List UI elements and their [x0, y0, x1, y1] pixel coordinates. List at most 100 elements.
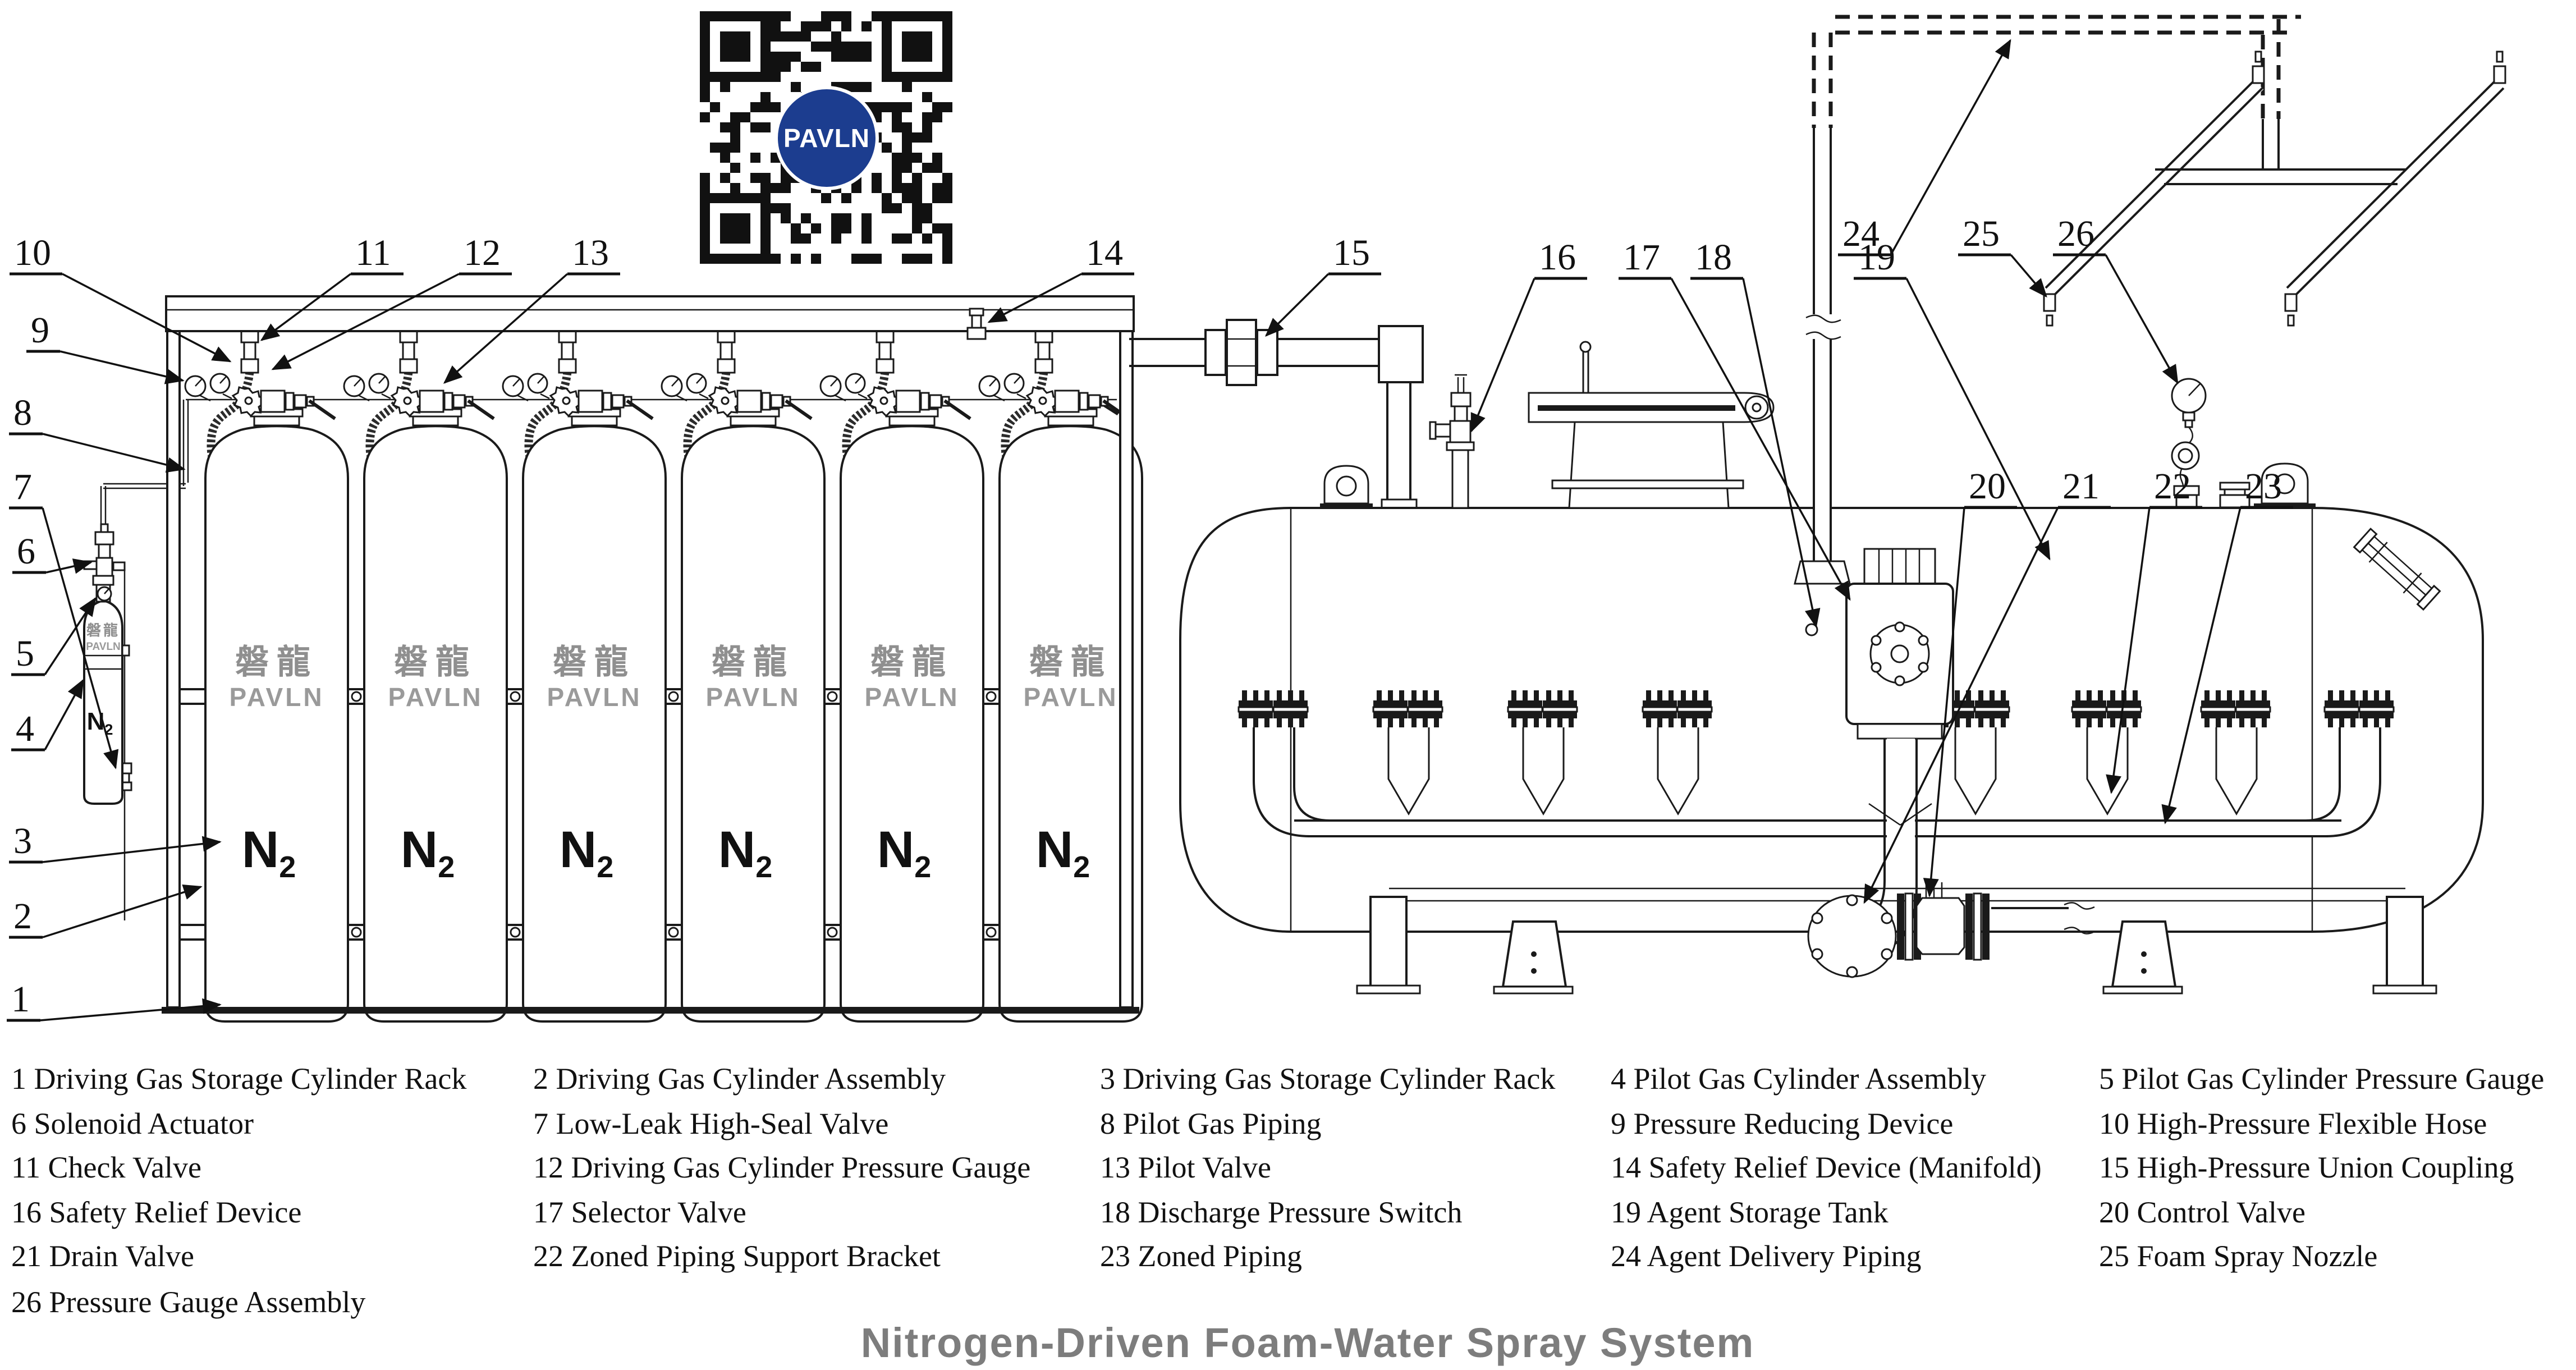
legend-item-23: 23 Zoned Piping: [1100, 1239, 1302, 1273]
callout-leader: [1890, 39, 2011, 255]
callout-6: 6: [12, 531, 93, 574]
qr-logo-badge: [774, 86, 879, 190]
callout-number: 10: [14, 232, 51, 273]
legend: 1 Driving Gas Storage Cylinder Rack 2 Dr…: [11, 1062, 2544, 1319]
callout-2: 2: [9, 885, 203, 939]
legend-item-9: 9 Pressure Reducing Device: [1611, 1107, 1953, 1140]
callout-9: 9: [26, 310, 185, 384]
pressure-gauge-assembly: [2171, 378, 2207, 509]
selector-valve: [1794, 548, 1954, 740]
callout-12: 12: [271, 232, 512, 370]
legend-item-25: 25 Foam Spray Nozzle: [2099, 1239, 2377, 1273]
callout-leader: [42, 507, 119, 769]
tank-stand: [2102, 920, 2183, 995]
callout-number: 12: [464, 232, 501, 273]
union-coupling: [1204, 319, 1278, 386]
callout-8: 8: [9, 392, 186, 473]
callout-leader: [260, 273, 352, 341]
legend-item-4: 4 Pilot Gas Cylinder Assembly: [1611, 1062, 1986, 1096]
legend-item-16: 16 Safety Relief Device: [11, 1195, 301, 1229]
legend-item-6: 6 Solenoid Actuator: [11, 1107, 254, 1140]
filler-cap: [2219, 482, 2250, 508]
manhole: [1528, 341, 1775, 509]
legend-item-10: 10 High-Pressure Flexible Hose: [2099, 1107, 2487, 1140]
legend-item-11: 11 Check Valve: [11, 1151, 201, 1184]
callout-leader: [45, 558, 93, 574]
callout-leader: [2105, 254, 2179, 384]
spray-header: [2043, 51, 2506, 327]
rack-right-post: [1119, 330, 1134, 1009]
callout-leader: [42, 885, 203, 938]
control-valve: [1897, 882, 1990, 961]
callout-number: 3: [13, 821, 32, 862]
callout-number: 2: [13, 896, 32, 937]
legend-item-21: 21 Drain Valve: [11, 1239, 194, 1273]
callout-number: 5: [16, 633, 34, 674]
callout-26: 26: [2053, 213, 2179, 384]
callout-18: 18: [1690, 237, 1821, 628]
legend-item-26: 26 Pressure Gauge Assembly: [11, 1285, 365, 1319]
manifold-piping: [966, 308, 1424, 509]
legend-item-17: 17 Selector Valve: [533, 1195, 746, 1229]
callout-leader: [44, 679, 84, 750]
legend-item-15: 15 High-Pressure Union Coupling: [2099, 1151, 2514, 1184]
callout-leader: [1863, 507, 2059, 904]
drain-valve: [1807, 894, 1897, 978]
callout-leader: [987, 273, 1082, 323]
callout-number: 16: [1539, 237, 1576, 278]
legend-item-24: 24 Agent Delivery Piping: [1611, 1239, 1921, 1273]
legend-item-13: 13 Pilot Valve: [1100, 1151, 1271, 1184]
pilot-brand-cn: 磐龍: [86, 622, 120, 639]
pilot-brand-en: PAVLN: [86, 641, 121, 653]
callout-number: 18: [1695, 237, 1732, 278]
manifold-relief-device: [966, 308, 987, 340]
callout-22: 22: [2106, 466, 2202, 794]
callout-1: 1: [7, 979, 222, 1022]
tank-stand: [1493, 920, 1574, 995]
callout-15: 15: [1265, 232, 1381, 337]
callout-number: 4: [16, 708, 34, 749]
callout-24: 24: [1838, 39, 2011, 256]
callout-number: 13: [572, 232, 609, 273]
callout-number: 19: [1858, 237, 1895, 278]
qr-logo-text: PAVLN: [783, 123, 870, 153]
manifold-elbow: [1378, 325, 1424, 383]
legend-item-3: 3 Driving Gas Storage Cylinder Rack: [1100, 1062, 1555, 1096]
solenoid-actuator: [83, 523, 114, 586]
callout-leader: [271, 273, 460, 370]
callout-leader: [2010, 254, 2047, 298]
callout-leader: [42, 836, 222, 863]
callout-10: 10: [10, 232, 232, 363]
callout-4: 4: [11, 679, 84, 752]
legend-item-5: 5 Pilot Gas Cylinder Pressure Gauge: [2099, 1062, 2544, 1096]
drain-piping: [1807, 739, 2095, 978]
callout-23: 23: [2161, 466, 2293, 824]
callout-17: 17: [1619, 237, 1851, 601]
callout-leader: [59, 350, 185, 384]
callout-21: 21: [1863, 466, 2111, 904]
callout-25: 25: [1958, 213, 2047, 298]
callout-leader: [443, 273, 569, 384]
qr-code: PAVLN: [700, 11, 952, 264]
callout-20: 20: [1923, 466, 2017, 897]
callout-leader: [1923, 507, 1965, 897]
legend-item-14: 14 Safety Relief Device (Manifold): [1611, 1151, 2042, 1184]
callout-number: 23: [2245, 466, 2282, 507]
callout-leader: [40, 998, 222, 1021]
callout-number: 24: [1842, 213, 1880, 254]
callout-leader: [44, 597, 97, 675]
legend-item-12: 12 Driving Gas Cylinder Pressure Gauge: [533, 1151, 1030, 1184]
legend-item-7: 7 Low-Leak High-Seal Valve: [533, 1107, 888, 1140]
callout-leader: [2161, 507, 2242, 824]
callout-number: 20: [1969, 466, 2006, 507]
spray-branch: [2285, 79, 2505, 297]
callout-number: 7: [13, 466, 32, 507]
callout-number: 6: [17, 531, 35, 572]
legend-item-1: 1 Driving Gas Storage Cylinder Rack: [11, 1062, 466, 1096]
callout-3: 3: [9, 821, 222, 864]
callout-5: 5: [11, 597, 97, 676]
tank-leg: [1369, 896, 1408, 988]
callout-leader: [62, 273, 232, 363]
